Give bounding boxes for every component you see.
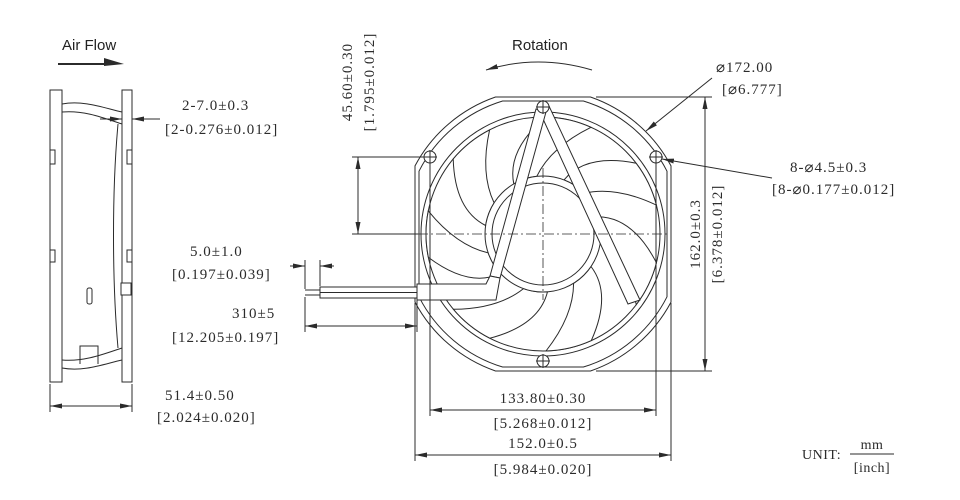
unit-legend: UNIT: mm [inch] <box>802 438 894 476</box>
wire-length-inch: [12.205±0.197] <box>172 330 279 346</box>
hole-spacing-inch: [5.268±0.012] <box>494 416 593 432</box>
flange-thickness-inch: [2-0.276±0.012] <box>165 122 278 138</box>
rear-flange <box>121 89 133 383</box>
hole-spacing-mm: 133.80±0.30 <box>500 391 587 407</box>
flange-notch <box>49 149 56 165</box>
flange-notch <box>49 249 56 263</box>
mounting-holes-inch: [8-⌀0.177±0.012] <box>772 182 895 198</box>
dimension-hole-spacing: 133.80±0.30 [5.268±0.012] <box>429 164 657 432</box>
dimension-overall-height: 162.0±0.3 [6.378±0.012] <box>596 96 726 372</box>
fan-side-view <box>49 89 133 383</box>
flange-notch <box>126 249 133 263</box>
housing-slot <box>86 287 93 305</box>
overall-height-inch: [6.378±0.012] <box>710 185 726 284</box>
strip-length-inch: [0.197±0.039] <box>172 267 271 283</box>
rotation-indicator: Rotation <box>485 37 593 71</box>
lead-wire <box>305 286 418 299</box>
dimension-overall-width: 152.0±0.5 [5.984±0.020] <box>414 303 672 478</box>
mounting-hole <box>536 354 550 368</box>
mounting-hole <box>649 150 663 164</box>
mounting-holes-mm: 8-⌀4.5±0.3 <box>790 160 867 176</box>
rotation-arrow-icon <box>485 61 593 71</box>
hub-profile <box>113 123 119 349</box>
hole-height-offset-inch: [1.795±0.012] <box>362 33 378 132</box>
mounting-hole <box>536 100 550 114</box>
frame-diameter-inch: [⌀6.777] <box>722 82 783 98</box>
strip-length-mm: 5.0±1.0 <box>190 244 243 260</box>
dimension-flange-thickness: 2-7.0±0.3 [2-0.276±0.012] <box>100 98 278 138</box>
hole-height-offset-mm: 45.60±0.30 <box>340 43 356 121</box>
overall-width-inch: [5.984±0.020] <box>494 462 593 478</box>
wire-exit <box>120 282 132 296</box>
mounting-hole <box>423 150 437 164</box>
unit-numerator: mm <box>861 438 884 453</box>
air-flow-indicator: Air Flow <box>58 37 124 66</box>
housing-bottom-inner-edge <box>61 347 123 361</box>
dimension-depth: 51.4±0.50 [2.024±0.020] <box>49 384 256 426</box>
air-flow-arrow-icon <box>58 58 124 66</box>
flange-notch <box>126 149 133 165</box>
impeller-blades <box>425 116 658 352</box>
overall-height-mm: 162.0±0.3 <box>688 199 704 269</box>
overall-width-mm: 152.0±0.5 <box>508 436 578 452</box>
dimension-strip-length: 5.0±1.0 [0.197±0.039] <box>172 244 334 289</box>
frame-diameter-mm: ⌀172.00 <box>716 60 773 76</box>
wire-length-mm: 310±5 <box>232 306 275 322</box>
depth-inch: [2.024±0.020] <box>157 410 256 426</box>
unit-label: UNIT: <box>802 448 841 463</box>
housing-top-inner-edge <box>61 111 123 125</box>
unit-denominator: [inch] <box>854 461 890 476</box>
front-flange <box>49 89 63 383</box>
frame-inner-outline <box>418 100 668 368</box>
housing-bottom-edge <box>61 359 123 370</box>
air-flow-label: Air Flow <box>62 37 116 54</box>
dimension-hole-height-offset: 45.60±0.30 [1.795±0.012] <box>340 33 423 235</box>
housing-top-edge <box>61 102 123 113</box>
fan-front-view <box>414 96 672 372</box>
bottom-tab <box>79 345 99 364</box>
flange-thickness-mm: 2-7.0±0.3 <box>182 98 249 114</box>
dimension-wire-length: 310±5 [12.205±0.197] <box>172 297 418 346</box>
rotation-label: Rotation <box>512 37 568 54</box>
depth-mm: 51.4±0.50 <box>165 388 235 404</box>
dimension-frame-diameter: ⌀172.00 [⌀6.777] <box>645 60 783 132</box>
dimension-mounting-holes: 8-⌀4.5±0.3 [8-⌀0.177±0.012] <box>661 158 895 198</box>
